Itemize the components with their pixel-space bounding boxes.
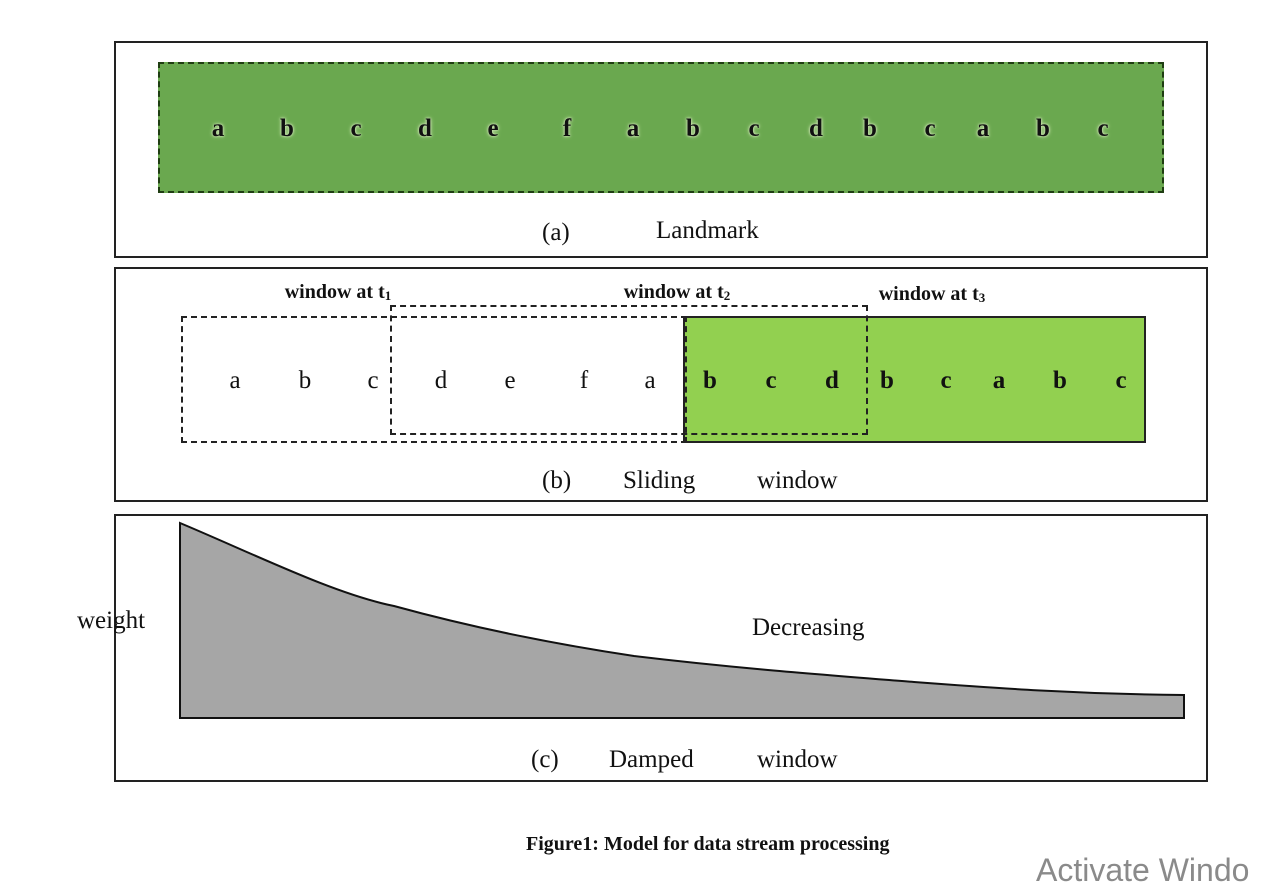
landmark-letter: d [418,115,432,142]
panel-b-name2: window [757,467,838,494]
window-t3 [683,316,1146,443]
panel-a-label: (a) [542,219,570,246]
window-t2 [390,305,868,435]
sliding-letter: e [504,367,516,394]
sliding-letter: b [298,367,312,394]
landmark-letter: b [863,115,877,142]
sliding-letter: a [644,367,656,394]
cropped-top-text [400,0,730,6]
window-t3-label: window at t3 [878,283,986,305]
landmark-letter: b [686,115,700,142]
landmark-letter: c [1097,115,1109,142]
landmark-letter: a [626,115,640,142]
window-t1 [181,316,687,443]
sliding-letter: a [992,367,1006,394]
sliding-letter: b [1053,367,1067,394]
sliding-letter: b [880,367,894,394]
weight-axis-label: weight [77,607,146,634]
landmark-letter: e [487,115,499,142]
sliding-letter: f [579,367,589,394]
panel-b-label: (b) [542,467,572,494]
window-t2-label: window at t2 [623,281,731,303]
damped-curve-label: Decreasing [752,614,865,641]
landmark-letter: a [976,115,990,142]
window-t1-label: window at t1 [284,281,392,303]
landmark-letter: d [809,115,823,142]
panel-sliding-window: window at t1 window at t2 window at t3 a… [114,267,1208,502]
panel-damped-window: Decreasing (c) Damped window [114,514,1208,782]
sliding-letter: b [703,367,717,394]
landmark-letter: b [280,115,294,142]
landmark-letter: a [211,115,225,142]
sliding-letter: a [229,367,241,394]
sliding-letter: c [1115,367,1127,394]
landmark-window [158,62,1164,193]
landmark-letter: c [924,115,936,142]
sliding-letter: d [825,367,839,394]
figure-title: Figure1: Model for data stream processin… [526,833,890,855]
damped-curve [179,521,1185,719]
landmark-letter: f [562,115,572,142]
sliding-letter: c [940,367,952,394]
sliding-letter: c [367,367,379,394]
panel-a-name: Landmark [656,217,759,244]
panel-c-label: (c) [531,746,559,773]
panel-landmark: a b c d e f a b c d b c a b c (a) Landmark [114,41,1208,258]
panel-c-name2: window [757,746,838,773]
panel-b-name1: Sliding [623,467,696,494]
sliding-letter: d [434,367,448,394]
panel-c-name1: Damped [609,746,694,773]
landmark-letter: b [1036,115,1050,142]
activate-windows-watermark: Activate Windo [1036,852,1250,888]
landmark-letter: c [350,115,362,142]
sliding-letter: c [765,367,777,394]
landmark-letter: c [748,115,760,142]
